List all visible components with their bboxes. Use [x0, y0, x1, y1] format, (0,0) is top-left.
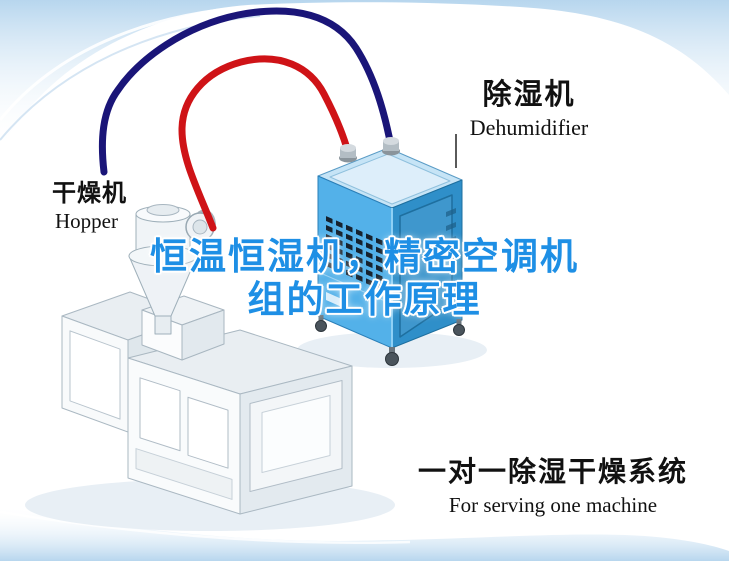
caption: 一对一除湿干燥系统 For serving one machine [400, 450, 706, 518]
cabinet-wheels [315, 315, 465, 366]
front-logo-plate [326, 292, 344, 308]
dehumidifier-label: 除湿机 Dehumidifier [447, 71, 611, 141]
side-vents [446, 208, 456, 245]
hose-connectors [339, 137, 400, 163]
vent-grid [326, 216, 384, 294]
dryer-label-cn: 干燥机 [52, 179, 127, 207]
tower-front-panel [69, 330, 121, 420]
door-handle [444, 246, 448, 256]
hopper-lid [146, 204, 180, 216]
dryer-label-en: Hopper [55, 209, 118, 233]
dehumidifier-label-cn: 除湿机 [482, 77, 576, 111]
page-title-line1: 恒温恒湿机，精密空调机 [150, 235, 579, 278]
body-end-panel [249, 379, 343, 493]
dehumidifier-label-en: Dehumidifier [469, 115, 589, 140]
red-hose-icon [178, 55, 352, 232]
page-title-line2: 组的工作原理 [247, 277, 482, 321]
front-seam [317, 271, 393, 305]
cabinet-lid [329, 153, 451, 205]
side-door [399, 194, 453, 338]
caption-cn: 一对一除湿干燥系统 [417, 455, 688, 488]
caption-en: For serving one machine [448, 493, 658, 517]
body-front-panels [135, 377, 233, 500]
blue-hose-icon [98, 7, 395, 176]
dryer-label: 干燥机 Hopper [52, 173, 127, 234]
background-wave-bottom [0, 506, 729, 561]
page-title: 恒温恒湿机，精密空调机 组的工作原理 [0, 235, 729, 321]
dehumidifier-cabinet-icon [315, 147, 465, 366]
